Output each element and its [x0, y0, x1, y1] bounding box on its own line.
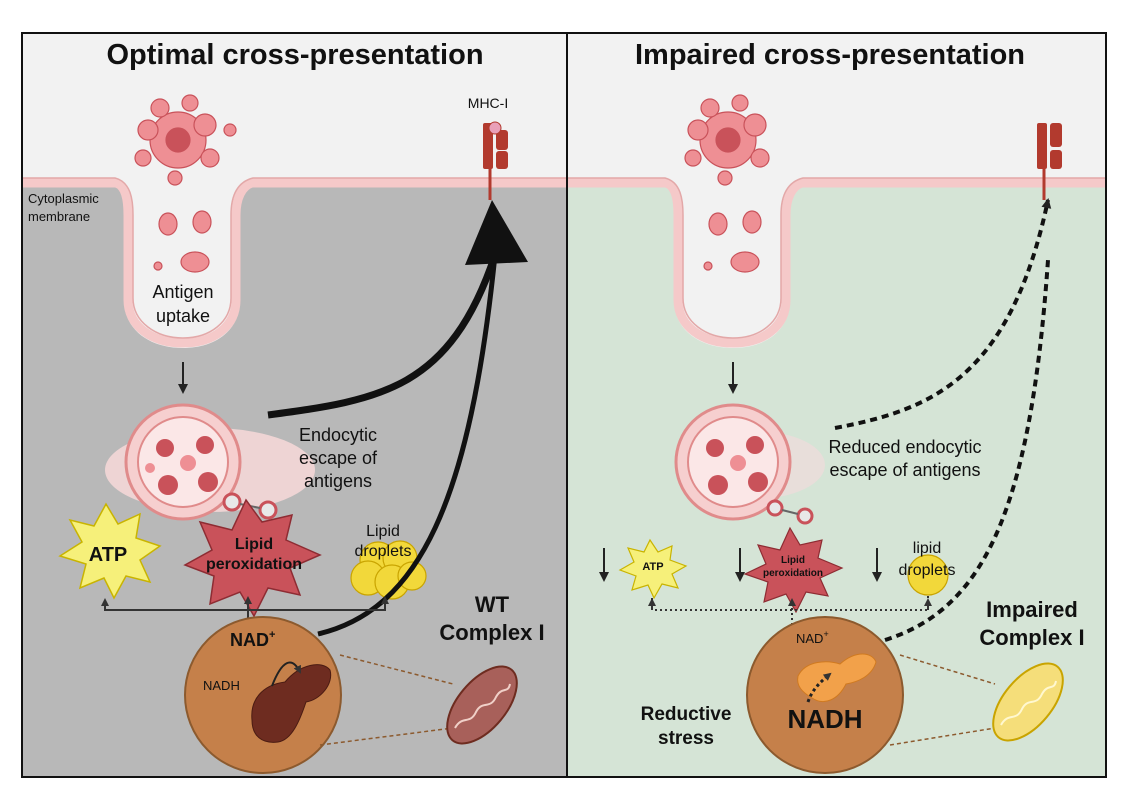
right-droplets-label-line2: droplets — [899, 562, 956, 579]
left-lipid-perox-label-line1: Lipid — [235, 536, 273, 553]
right-lipid-peroxidation-star — [743, 526, 844, 614]
right-endosome — [674, 403, 825, 521]
left-membrane-label-line2: membrane — [28, 209, 90, 224]
left-cytoplasmic-membrane — [22, 178, 567, 348]
left-complex-label-line2: Complex I — [439, 620, 544, 645]
left-uptake-label-line1: Antigen — [152, 282, 213, 302]
left-mitochondrion-icon — [446, 665, 518, 745]
right-lipid-droplet — [907, 554, 949, 596]
right-mitochondrion-icon — [992, 662, 1064, 742]
left-escape-label-line1: Endocytic — [299, 425, 377, 445]
right-mhc-i-molecule — [1037, 123, 1062, 200]
left-escape-label-line2: escape of — [299, 448, 378, 468]
left-endosome — [105, 403, 315, 521]
right-nad-label: NAD+ — [796, 629, 829, 646]
left-lipid-peroxide-molecules — [222, 492, 278, 520]
right-droplets-label-line1: lipid — [913, 540, 941, 557]
left-droplets-label-line2: droplets — [355, 543, 412, 560]
right-complex-i-shape — [797, 653, 877, 702]
left-uptake-label-line2: uptake — [156, 306, 210, 326]
left-complex-label-line1: WT — [475, 592, 510, 617]
right-cytoplasm — [568, 185, 1106, 777]
left-panel-title: Optimal cross-presentation — [106, 39, 483, 71]
left-droplets-label-line1: Lipid — [366, 523, 400, 540]
right-stress-label-line1: Reductive — [641, 704, 732, 725]
right-escape-label-line1: Reduced endocytic — [828, 437, 981, 457]
right-escape-label-line2: escape of antigens — [829, 460, 980, 480]
right-complex-label-line1: Impaired — [986, 597, 1078, 622]
left-antigen-cluster — [134, 94, 237, 186]
right-antigen-cluster — [684, 94, 770, 186]
left-mhc-i-molecule — [483, 121, 508, 200]
right-panel-title: Impaired cross-presentation — [635, 39, 1025, 71]
left-lipid-perox-label-line2: peroxidation — [206, 556, 302, 573]
right-lipid-peroxide-molecules — [766, 499, 814, 525]
right-stress-label-line2: stress — [658, 728, 714, 749]
right-panel: Impaired cross-presentation Reduced endo… — [568, 33, 1106, 777]
left-lipid-droplets — [350, 540, 427, 600]
right-lipid-perox-label-line2: peroxidation — [763, 568, 823, 579]
left-complex-i-shape — [251, 664, 332, 743]
right-nadh-label: NADH — [787, 704, 862, 734]
left-panel: Optimal cross-presentation MHC-I Cytopla… — [22, 33, 567, 777]
left-atp-star — [58, 502, 162, 600]
left-atp-label: ATP — [89, 544, 128, 566]
right-lipid-perox-label-line1: Lipid — [781, 555, 805, 566]
left-nadh-label: NADH — [203, 678, 240, 693]
left-lipid-peroxidation-star — [183, 498, 322, 618]
left-nad-label: NAD+ — [230, 629, 275, 650]
left-mhc-label: MHC-I — [468, 95, 508, 111]
left-internalized-antigens — [153, 210, 212, 273]
right-internalized-antigens — [703, 210, 762, 273]
right-complex-label-line2: Complex I — [979, 625, 1084, 650]
right-atp-label: ATP — [642, 561, 663, 573]
left-membrane-label-line1: Cytoplasmic — [28, 191, 99, 206]
left-escape-label-line3: antigens — [304, 471, 372, 491]
figure-frame — [21, 32, 1107, 778]
